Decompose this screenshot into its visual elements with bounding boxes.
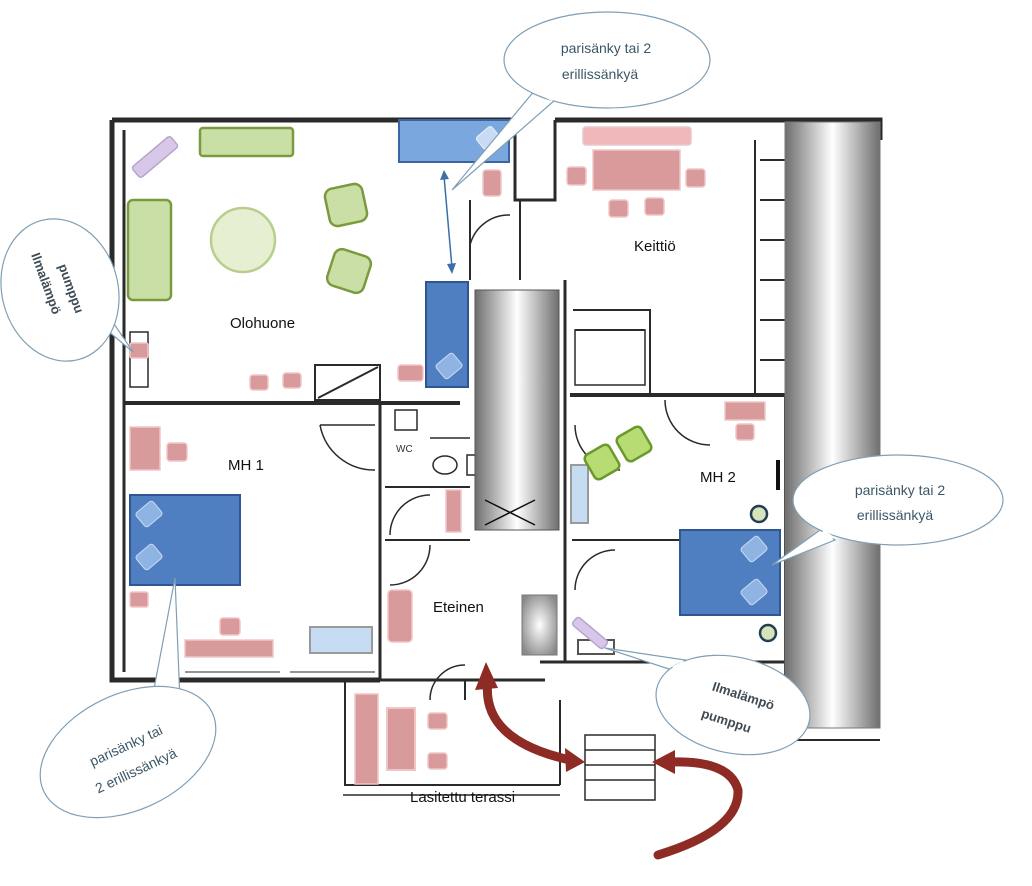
bubble-right-line1: parisänky tai 2 <box>855 482 945 498</box>
sofa-top <box>198 126 295 158</box>
armchair-1 <box>323 182 369 228</box>
room-label-hall: Eteinen <box>433 599 484 616</box>
round-table <box>209 206 277 274</box>
bubble-right-bed: parisänky tai 2 erillissänkyä <box>771 454 1004 566</box>
hall-furniture <box>387 464 615 655</box>
room-label-mh1: MH 1 <box>228 457 264 474</box>
dining-table <box>592 149 681 191</box>
central-shaft <box>474 289 560 531</box>
armchair-2 <box>325 247 373 295</box>
entry-arrows <box>475 662 743 860</box>
central-shaft-cross <box>484 499 536 526</box>
heat-pump-unit-right <box>571 616 609 650</box>
room-label-wc: WC <box>396 444 413 455</box>
bubble-top-line1: parisänky tai 2 <box>561 40 651 56</box>
right-shaft <box>784 121 881 729</box>
bed-mh2 <box>679 529 781 616</box>
bubble-heat-pump-left: Ilmalämpö pumppu <box>0 218 134 362</box>
hall-box <box>521 594 558 656</box>
room-label-terrace: Lasitettu terassi <box>410 789 515 806</box>
sofa-left <box>126 198 173 302</box>
living-room-furniture <box>126 119 510 391</box>
room-label-living: Olohuone <box>230 315 295 332</box>
room-label-mh2: MH 2 <box>700 469 736 486</box>
bed-alternative-arrow <box>443 175 453 269</box>
bedroom1-furniture <box>129 426 373 658</box>
bedroom2-furniture <box>583 401 781 643</box>
bubble-heat-pump-right: Ilmalämpö pumppu <box>604 647 811 756</box>
bubble-right-line2: erillissänkyä <box>857 507 933 523</box>
kitchen-furniture <box>566 126 706 218</box>
bubble-top-bed: parisänky tai 2 erillissänkyä <box>451 11 711 191</box>
heat-pump-unit-left <box>131 136 179 178</box>
bubble-top-line2: erillissänkyä <box>562 66 638 82</box>
terrace-furniture <box>354 693 448 785</box>
room-label-kitchen: Keittiö <box>634 238 676 255</box>
bubble-left-bed: parisänky tai 2 erillissänkyä <box>39 577 217 819</box>
